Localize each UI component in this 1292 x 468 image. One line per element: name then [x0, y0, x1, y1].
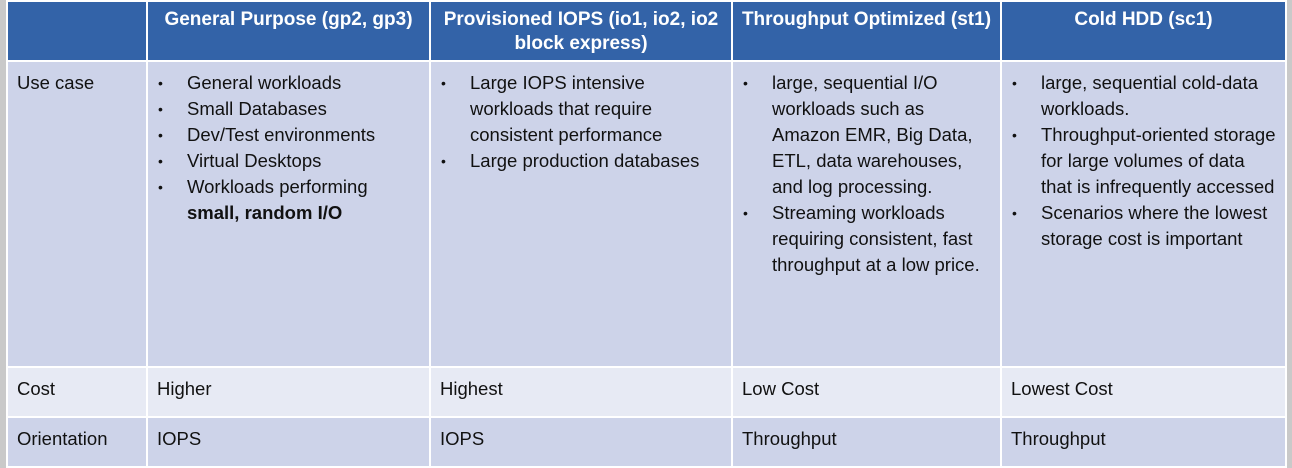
row-label-cost: Cost	[6, 366, 148, 418]
bold-emphasis: small, random I/O	[187, 202, 343, 223]
list-item: •large, sequential cold-data workloads.	[1012, 72, 1259, 119]
cell-use-case-st1: •large, sequential I/O workloads such as…	[731, 60, 1002, 368]
bullet-icon: •	[743, 75, 748, 91]
orientation-row: Orientation IOPS IOPS Throughput Through…	[6, 416, 1287, 468]
bullet-icon: •	[441, 153, 446, 169]
cell-use-case-gp: •General workloads •Small Databases •Dev…	[146, 60, 431, 368]
header-row: General Purpose (gp2, gp3) Provisioned I…	[6, 0, 1287, 62]
comparison-slide: General Purpose (gp2, gp3) Provisioned I…	[6, 0, 1287, 468]
cell-cost-sc1: Lowest Cost	[1000, 366, 1287, 418]
bullet-icon: •	[158, 179, 163, 195]
bullet-icon: •	[1012, 75, 1017, 91]
bullet-icon: •	[1012, 127, 1017, 143]
list-item: •Streaming workloads requiring consisten…	[743, 202, 980, 275]
header-provisioned-iops: Provisioned IOPS (io1, io2, io2 block ex…	[429, 0, 733, 62]
list-item: •Small Databases	[148, 96, 423, 122]
list-item: •General workloads	[148, 70, 423, 96]
cell-orientation-sc1: Throughput	[1000, 416, 1287, 468]
cost-row: Cost Higher Highest Low Cost Lowest Cost	[6, 366, 1287, 418]
list-item: •Large production databases	[431, 148, 725, 174]
list-item: •Large IOPS intensive workloads that req…	[441, 72, 663, 145]
bullet-list: •General workloads •Small Databases •Dev…	[148, 62, 429, 226]
cell-cost-gp: Higher	[146, 366, 431, 418]
cell-orientation-st1: Throughput	[731, 416, 1002, 468]
list-item: •Dev/Test environments	[148, 122, 423, 148]
cell-cost-piops: Highest	[429, 366, 733, 418]
row-label-orientation: Orientation	[6, 416, 148, 468]
bullet-icon: •	[158, 127, 163, 143]
bullet-icon: •	[1012, 205, 1017, 221]
list-item: •large, sequential I/O workloads such as…	[743, 72, 973, 197]
cell-cost-st1: Low Cost	[731, 366, 1002, 418]
cell-use-case-sc1: •large, sequential cold-data workloads. …	[1000, 60, 1287, 368]
row-label-use-case: Use case	[6, 60, 148, 368]
bullet-icon: •	[158, 75, 163, 91]
list-item: •Throughput-oriented storage for large v…	[1012, 124, 1276, 197]
header-empty	[6, 0, 148, 62]
use-case-row: Use case •General workloads •Small Datab…	[6, 60, 1287, 368]
header-throughput-optimized: Throughput Optimized (st1)	[731, 0, 1002, 62]
bullet-icon: •	[743, 205, 748, 221]
bullet-list: •large, sequential I/O workloads such as…	[733, 62, 1000, 278]
list-item: •Virtual Desktops	[148, 148, 423, 174]
bullet-list: •large, sequential cold-data workloads. …	[1002, 62, 1285, 252]
cell-orientation-gp: IOPS	[146, 416, 431, 468]
bullet-list: •Large IOPS intensive workloads that req…	[431, 62, 731, 174]
header-cold-hdd: Cold HDD (sc1)	[1000, 0, 1287, 62]
header-general-purpose: General Purpose (gp2, gp3)	[146, 0, 431, 62]
bullet-icon: •	[158, 153, 163, 169]
ebs-volume-comparison-table: General Purpose (gp2, gp3) Provisioned I…	[6, 0, 1287, 468]
list-item: •Scenarios where the lowest storage cost…	[1012, 202, 1268, 249]
cell-orientation-piops: IOPS	[429, 416, 733, 468]
cell-use-case-piops: •Large IOPS intensive workloads that req…	[429, 60, 733, 368]
bullet-icon: •	[441, 75, 446, 91]
bullet-icon: •	[158, 101, 163, 117]
